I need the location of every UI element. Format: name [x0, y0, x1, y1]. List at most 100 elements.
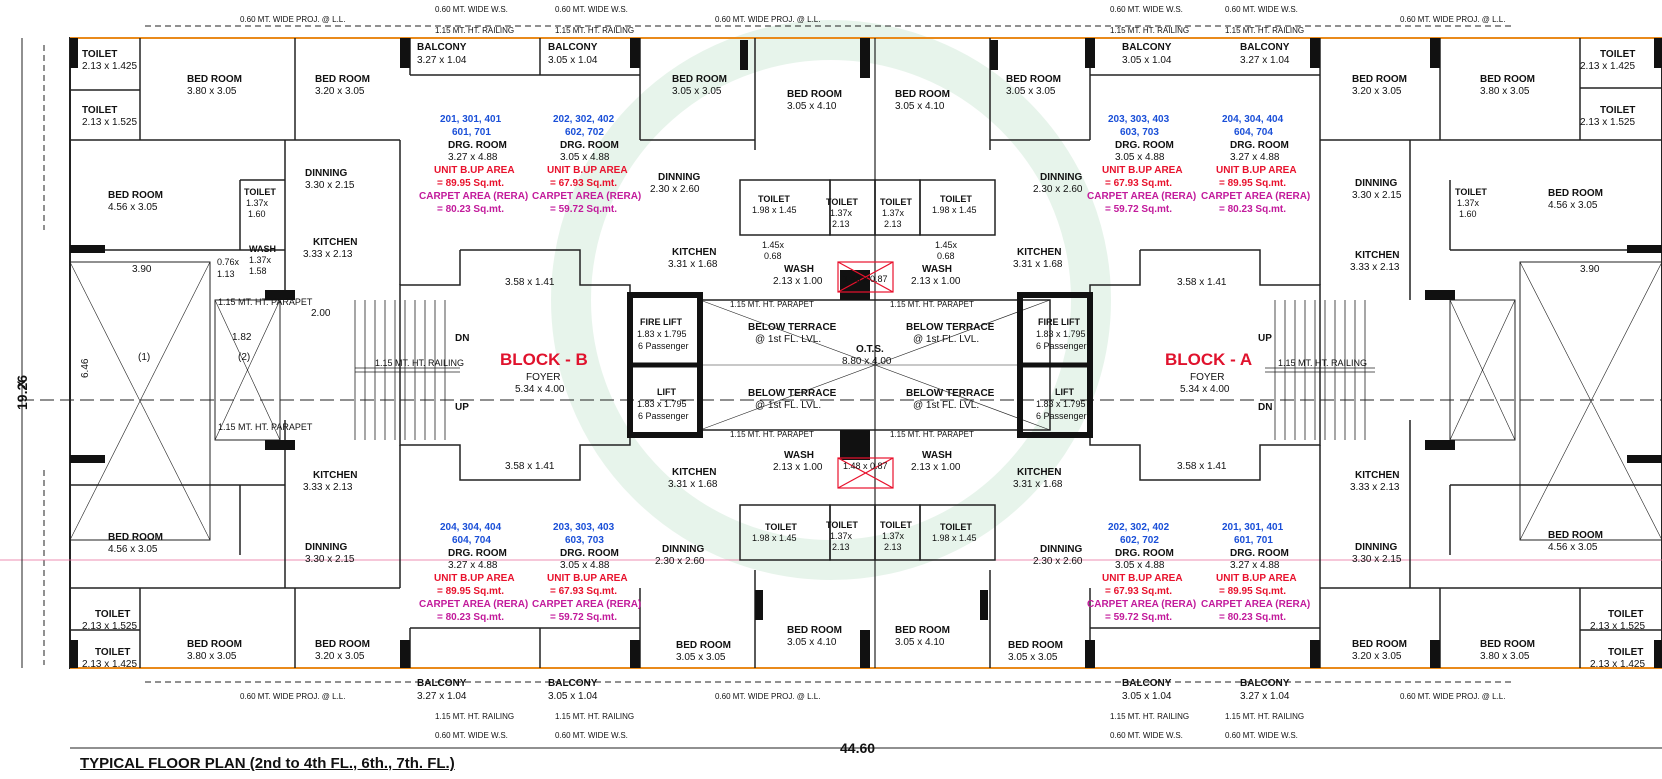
- dim: 2.13: [832, 542, 850, 552]
- dim: 2.30 x 2.60: [1033, 556, 1083, 567]
- ws-label: 0.60 MT. WIDE W.S.: [435, 5, 508, 14]
- dim: 3.31 x 1.68: [1013, 479, 1063, 490]
- carpet-value: = 59.72 Sq.mt.: [1105, 612, 1172, 623]
- dim: 3.27 x 1.04: [417, 55, 467, 66]
- room-dinning: DINNING: [305, 168, 347, 179]
- unit-numbers: 202, 302, 402: [1108, 522, 1170, 533]
- terrace-level: @ 1st FL. LVL.: [755, 400, 821, 411]
- dim: 3.33 x 2.13: [1350, 262, 1400, 273]
- room-kitchen: KITCHEN: [1355, 470, 1399, 481]
- carpet-value: = 59.72 Sq.mt.: [550, 204, 617, 215]
- unit-numbers: 604, 704: [452, 535, 491, 546]
- railing-label: 1.15 MT. HT. RAILING: [1278, 358, 1367, 368]
- room-drg: DRG. ROOM: [1230, 548, 1289, 559]
- railing-label: 1.15 MT. HT. RAILING: [375, 358, 464, 368]
- railing-label: 1.15 MT. HT. RAILING: [1225, 712, 1304, 721]
- foyer-dim: 5.34 x 4.00: [1180, 384, 1230, 395]
- dim: 2.13 x 1.525: [82, 621, 137, 632]
- room-toilet: TOILET: [244, 187, 276, 197]
- dim: 3.27 x 1.04: [1240, 55, 1290, 66]
- plan-title: TYPICAL FLOOR PLAN (2nd to 4th FL., 6th.…: [80, 755, 455, 772]
- ws-label: 0.60 MT. WIDE W.S.: [1110, 731, 1183, 740]
- room-toilet: TOILET: [1455, 187, 1487, 197]
- railing-label: 1.15 MT. HT. RAILING: [1225, 26, 1304, 35]
- dim: 2.30 x 2.60: [655, 556, 705, 567]
- ws-label: 0.60 MT. WIDE W.S.: [1110, 5, 1183, 14]
- dim: 2.13: [884, 542, 902, 552]
- bup-value: = 67.93 Sq.mt.: [1105, 586, 1172, 597]
- dim: 4.56 x 3.05: [108, 202, 158, 213]
- ws-label: 0.60 MT. WIDE W.S.: [1225, 731, 1298, 740]
- room-dinning: DINNING: [658, 172, 700, 183]
- duct-dim: 1.48 x 0.87: [843, 274, 888, 284]
- dim: 1.60: [1459, 209, 1477, 219]
- carpet-label: CARPET AREA (RERA): [1087, 191, 1196, 202]
- bup-label: UNIT B.UP AREA: [1216, 573, 1297, 584]
- room-bedroom: BED ROOM: [1352, 639, 1407, 650]
- carpet-value: = 59.72 Sq.mt.: [550, 612, 617, 623]
- bup-value: = 89.95 Sq.mt.: [1219, 178, 1286, 189]
- proj-label: 0.60 MT. WIDE PROJ. @ L.L.: [1400, 692, 1505, 701]
- parapet-label: 1.15 MT. HT. PARAPET: [730, 430, 814, 439]
- unit-numbers: 204, 304, 404: [1222, 114, 1284, 125]
- dim: 1.83 x 1.795: [1036, 399, 1086, 409]
- dim: 3.27 x 4.88: [448, 560, 498, 571]
- foyer-label: FOYER: [1190, 372, 1224, 383]
- axis-label: X: [16, 380, 28, 388]
- room-bedroom: BED ROOM: [187, 74, 242, 85]
- proj-label: 0.60 MT. WIDE PROJ. @ L.L.: [1400, 15, 1505, 24]
- unit-numbers: 601, 701: [1234, 535, 1273, 546]
- room-toilet: TOILET: [1608, 609, 1643, 620]
- dim: 3.20 x 3.05: [1352, 86, 1402, 97]
- carpet-label: CARPET AREA (RERA): [532, 191, 641, 202]
- dim: 3.20 x 3.05: [1352, 651, 1402, 662]
- room-drg: DRG. ROOM: [1115, 140, 1174, 151]
- carpet-label: CARPET AREA (RERA): [419, 599, 528, 610]
- dim: 3.58 x 1.41: [505, 461, 555, 472]
- room-bedroom: BED ROOM: [895, 89, 950, 100]
- ws-label: 0.60 MT. WIDE W.S.: [435, 731, 508, 740]
- passenger: 6 Passenger: [1036, 341, 1087, 351]
- dim: 1.45x: [935, 240, 958, 250]
- unit-numbers: 604, 704: [1234, 127, 1273, 138]
- room-dinning: DINNING: [305, 542, 347, 553]
- room-bedroom: BED ROOM: [315, 74, 370, 85]
- dim: 3.05 x 3.05: [1006, 86, 1056, 97]
- dim: 0.76x: [217, 257, 240, 267]
- dim: 2.13 x 1.425: [82, 659, 137, 670]
- room-drg: DRG. ROOM: [1230, 140, 1289, 151]
- bup-value: = 67.93 Sq.mt.: [550, 586, 617, 597]
- proj-label: 0.60 MT. WIDE PROJ. @ L.L.: [240, 692, 345, 701]
- dim: 3.20 x 3.05: [315, 86, 365, 97]
- bup-label: UNIT B.UP AREA: [1216, 165, 1297, 176]
- dim: 3.33 x 2.13: [303, 482, 353, 493]
- unit-numbers: 201, 301, 401: [1222, 522, 1284, 533]
- parapet-label: 1.15 MT. HT. PARAPET: [218, 297, 313, 307]
- stair-dn: DN: [455, 333, 469, 344]
- room-bedroom: BED ROOM: [1008, 640, 1063, 651]
- unit-numbers: 203, 303, 403: [1108, 114, 1170, 125]
- room-balcony: BALCONY: [417, 678, 467, 689]
- dim: 3.05 x 3.05: [1008, 652, 1058, 663]
- room-toilet: TOILET: [765, 522, 797, 532]
- dim: 3.31 x 1.68: [668, 259, 718, 270]
- carpet-value: = 59.72 Sq.mt.: [1105, 204, 1172, 215]
- room-toilet: TOILET: [758, 194, 790, 204]
- bup-value: = 89.95 Sq.mt.: [437, 178, 504, 189]
- dim: 3.05 x 4.10: [895, 637, 945, 648]
- unit-numbers: 603, 703: [565, 535, 604, 546]
- room-wash: WASH: [249, 244, 276, 254]
- passenger: 6 Passenger: [1036, 411, 1087, 421]
- dim: 3.30 x 2.15: [305, 180, 355, 191]
- parapet-label: 1.15 MT. HT. PARAPET: [890, 430, 974, 439]
- terrace-level: @ 1st FL. LVL.: [913, 400, 979, 411]
- dim: 3.05 x 3.05: [676, 652, 726, 663]
- dim: 2.13: [884, 219, 902, 229]
- room-bedroom: BED ROOM: [1548, 530, 1603, 541]
- dim: 4.56 x 3.05: [1548, 200, 1598, 211]
- unit-numbers: 201, 301, 401: [440, 114, 502, 125]
- ots-label: O.T.S.: [856, 344, 884, 355]
- carpet-label: CARPET AREA (RERA): [1201, 191, 1310, 202]
- carpet-label: CARPET AREA (RERA): [1201, 599, 1310, 610]
- room-dinning: DINNING: [1355, 542, 1397, 553]
